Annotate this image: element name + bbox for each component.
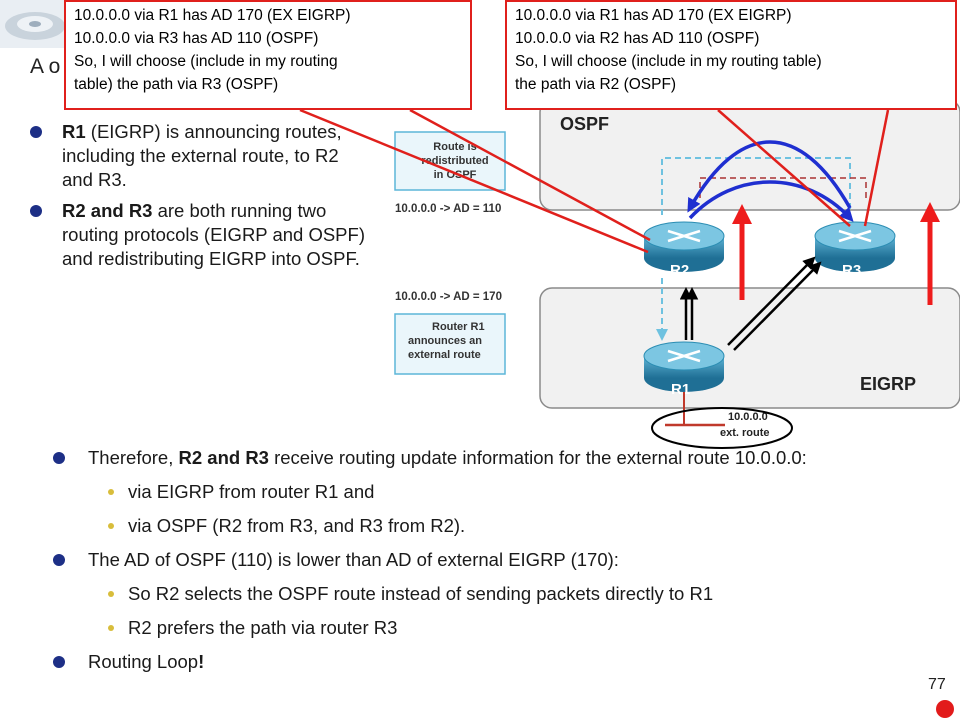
router-r3-icon <box>814 221 896 272</box>
router-r1-icon <box>643 341 725 392</box>
bullet-bold: R2 and R3 <box>62 200 153 221</box>
callout-line: 10.0.0.0 via R2 has AD 110 (OSPF) <box>515 30 760 47</box>
callout-line: 10.0.0.0 via R1 has AD 170 (EX EIGRP) <box>74 7 351 24</box>
bullet-item: Therefore, R2 and R3 receive routing upd… <box>50 446 900 470</box>
ext-network-label: 10.0.0.0 <box>728 411 768 423</box>
callout-r3-decision: 10.0.0.0 via R1 has AD 170 (EX EIGRP) 10… <box>505 0 957 110</box>
sub-bullet-item: via EIGRP from router R1 and <box>50 480 900 504</box>
bullet-item: R2 and R3 are both running two routing p… <box>30 199 365 271</box>
callout-line: the path via R2 (OSPF) <box>515 76 677 93</box>
bullet-dot-icon <box>53 554 65 566</box>
ext-network-label: ext. route <box>720 427 770 439</box>
eigrp-update-arrow <box>733 261 822 351</box>
ospf-loop-arrow <box>687 140 852 213</box>
bullet-bold: R2 and R3 <box>178 447 269 468</box>
bullet-bold: R1 <box>62 121 86 142</box>
callout-line: 10.0.0.0 via R3 has AD 110 (OSPF) <box>74 30 319 47</box>
callout-pointer-left <box>299 108 649 254</box>
sub-bullet-text: R2 prefers the path via router R3 <box>128 617 398 638</box>
slide-title: A o <box>30 55 61 78</box>
bullet-item: R1 (EIGRP) is announcing routes, includi… <box>30 120 365 192</box>
sub-bullet-text: via OSPF (R2 from R3, and R3 from R2). <box>128 515 466 536</box>
eigrp-label: EIGRP <box>860 374 916 394</box>
callout-r2-decision: 10.0.0.0 via R1 has AD 170 (EX EIGRP) 10… <box>64 0 472 110</box>
ospf-loop-arrow <box>688 180 854 222</box>
note-bottom-line: external route <box>408 349 481 361</box>
bullet-text: Therefore, <box>88 447 179 468</box>
dashed-route-dark-red <box>699 177 867 198</box>
page-number: 77 <box>928 676 946 693</box>
callout-pointer-right <box>863 109 890 227</box>
eigrp-update-arrow <box>727 256 816 346</box>
note-bottom-line: announces an <box>408 335 482 347</box>
sub-bullet-dot-icon <box>108 625 114 631</box>
logo-image <box>0 0 70 48</box>
lower-bullet-list: Therefore, R2 and R3 receive routing upd… <box>50 446 900 684</box>
upper-bullet-list: R1 (EIGRP) is announcing routes, includi… <box>30 120 365 278</box>
sub-bullet-text: via EIGRP from router R1 and <box>128 481 375 502</box>
ospf-label: OSPF <box>560 114 609 134</box>
sub-bullet-item: R2 prefers the path via router R3 <box>50 616 900 640</box>
note-top-line: Route is <box>433 141 476 153</box>
bullet-item: The AD of OSPF (110) is lower than AD of… <box>50 548 900 572</box>
callout-line: table) the path via R3 (OSPF) <box>74 76 279 93</box>
network-diagram: OSPF EIGRP Route is redistributed in OSP… <box>299 99 960 449</box>
note-bottom-line: Router R1 <box>432 321 485 333</box>
ad-ospf-label: 10.0.0.0 -> AD = 110 <box>395 203 501 215</box>
router-r2-label: R2 <box>670 262 689 279</box>
bullet-item: Routing Loop! <box>50 650 900 674</box>
ext-route-highlight-ellipse <box>651 407 793 449</box>
note-top-box <box>394 131 506 191</box>
note-top-line: redistributed <box>421 155 488 167</box>
bullet-bold: ! <box>198 651 205 672</box>
note-bottom-box <box>394 313 506 375</box>
bullet-text: are both running two routing protocols (… <box>62 200 365 269</box>
callout-pointer-left <box>409 108 651 242</box>
sub-bullet-dot-icon <box>108 591 114 597</box>
sub-bullet-item: So R2 selects the OSPF route instead of … <box>50 582 900 606</box>
callout-line: 10.0.0.0 via R1 has AD 170 (EX EIGRP) <box>515 7 792 24</box>
dashed-route-up-arrow <box>661 157 851 215</box>
sub-bullet-item: via OSPF (R2 from R3, and R3 from R2). <box>50 514 900 538</box>
bullet-text: (EIGRP) is announcing routes, including … <box>62 121 342 190</box>
router-r3-label: R3 <box>842 262 861 279</box>
router-r1-label: R1 <box>671 381 690 398</box>
bullet-text: receive routing update information for t… <box>268 447 807 468</box>
bullet-text: Routing Loop <box>88 651 199 672</box>
router-r2-icon <box>643 221 725 272</box>
bullet-dot-icon <box>53 452 65 464</box>
sub-bullet-dot-icon <box>108 523 114 529</box>
bullet-dot-icon <box>30 126 42 138</box>
bullet-text: The AD of OSPF (110) is lower than AD of… <box>88 549 619 570</box>
ad-eigrp-label: 10.0.0.0 -> AD = 170 <box>395 291 502 303</box>
bullet-dot-icon <box>53 656 65 668</box>
sub-bullet-dot-icon <box>108 489 114 495</box>
corner-dot-icon <box>936 700 954 718</box>
bullet-dot-icon <box>30 205 42 217</box>
callout-pointer-right <box>717 109 851 227</box>
sub-bullet-text: So R2 selects the OSPF route instead of … <box>128 583 714 604</box>
callout-line: So, I will choose (include in my routing <box>74 53 338 70</box>
callout-line: So, I will choose (include in my routing… <box>515 53 822 70</box>
